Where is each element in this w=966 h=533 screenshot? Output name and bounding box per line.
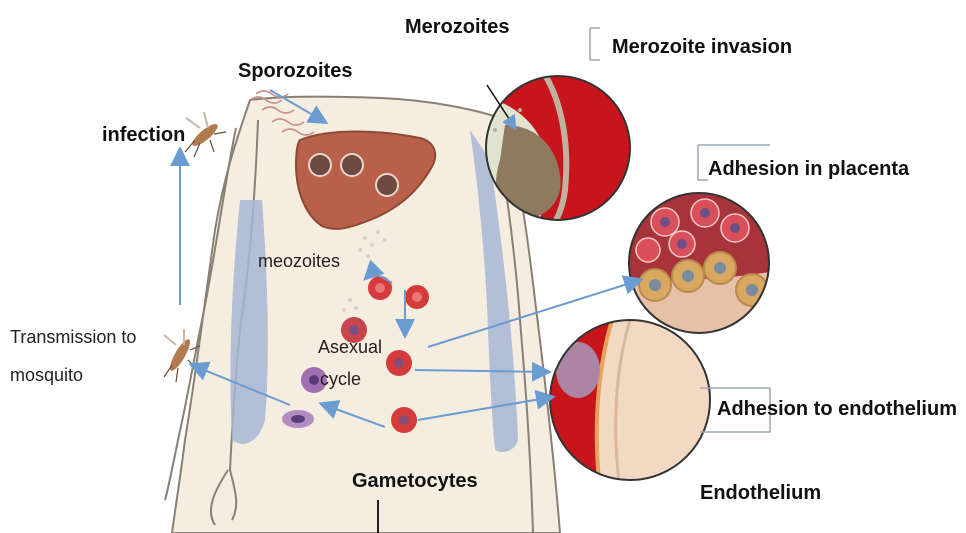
label-infection: infection: [102, 124, 185, 146]
label-adhesion-placenta: Adhesion in placenta: [708, 158, 909, 180]
label-merozoites: Merozoites: [405, 16, 509, 38]
label-asexual-line2: cycle: [320, 370, 361, 390]
mosquito-icon: [185, 112, 226, 157]
label-sporozoites: Sporozoites: [238, 60, 352, 82]
label-gametocytes: Gametocytes: [352, 470, 478, 492]
callout-bracket: [590, 28, 600, 60]
inset-adhesion-endothelium: [550, 320, 720, 490]
liver-infected-cell: [309, 154, 331, 176]
label-adhesion-endothelium: Adhesion to endothelium: [717, 398, 957, 420]
label-transmission-line1: Transmission to: [10, 328, 136, 348]
label-merozoites-body: meozoites: [258, 252, 340, 272]
label-asexual-line1: Asexual: [318, 338, 382, 358]
liver-infected-cell: [341, 154, 363, 176]
label-endothelium: Endothelium: [700, 482, 821, 504]
label-transmission-line2: mosquito: [10, 366, 83, 386]
label-merozoite-invasion: Merozoite invasion: [612, 36, 792, 58]
liver-infected-cell: [376, 174, 398, 196]
